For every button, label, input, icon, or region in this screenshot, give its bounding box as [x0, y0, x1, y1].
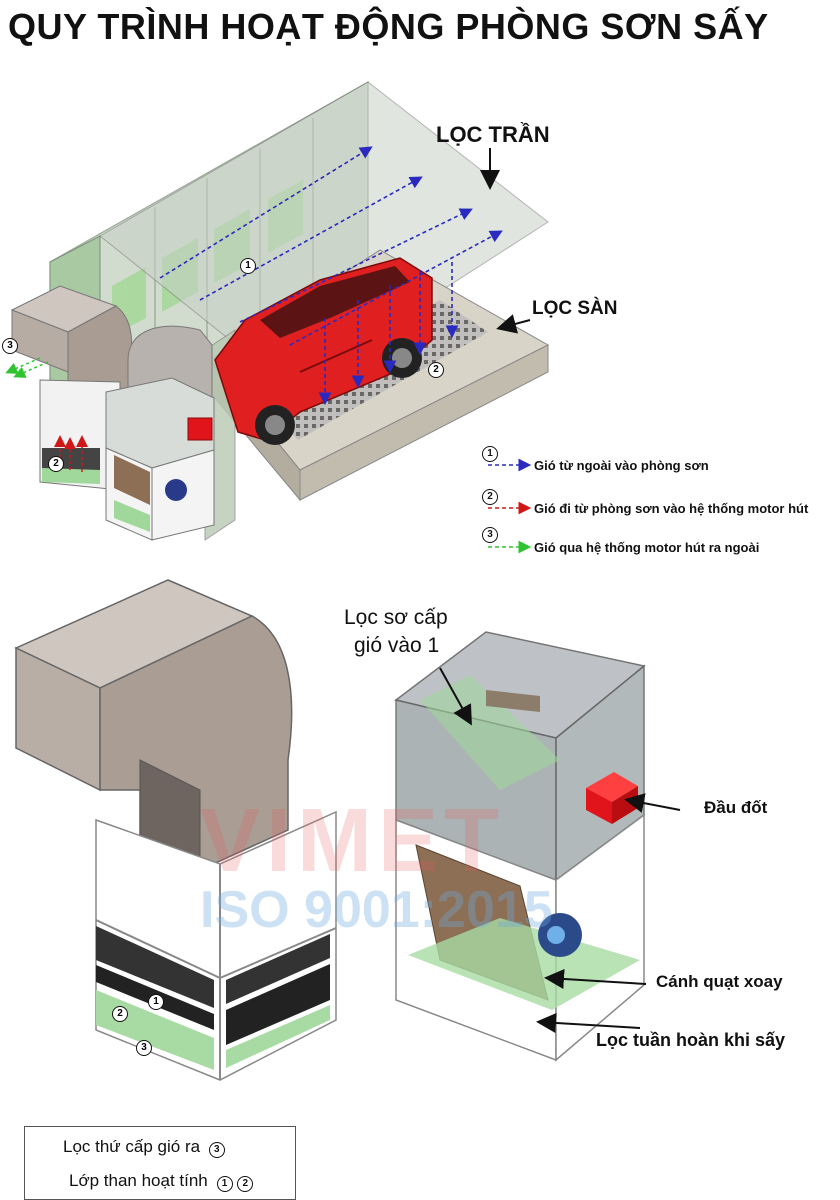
marker-cabinet-1: 1	[148, 994, 164, 1010]
label-floor-filter: LỌC SÀN	[532, 298, 618, 319]
marker-1: 1	[240, 258, 256, 274]
label-recirculation-filter: Lọc tuần hoàn khi sấy	[596, 1030, 786, 1050]
filter-legend-row-2-num-b: 2	[237, 1176, 254, 1192]
flow-legend-1-num: 1	[482, 446, 498, 462]
flow-legend-1: 1	[482, 444, 498, 462]
filter-legend-row-2-num-a: 1	[216, 1176, 233, 1192]
marker-2: 2	[428, 362, 444, 378]
marker-cabinet-3: 3	[136, 1040, 152, 1056]
label-primary-filter-line1: Lọc sơ cấp	[344, 606, 448, 629]
flow-legend-2: 2	[482, 487, 498, 505]
label-burner: Đầu đốt	[704, 798, 768, 817]
marker-cabinet-2: 2	[112, 1006, 128, 1022]
filter-legend-row-2-text: Lớp than hoạt tính	[69, 1171, 208, 1190]
flow-legend-3-text: Gió qua hệ thống motor hút ra ngoài	[534, 540, 760, 555]
watermark-brand: VIMET	[200, 791, 506, 891]
marker-2b: 2	[48, 456, 64, 472]
flow-legend-1-text: Gió từ ngoài vào phòng sơn	[534, 458, 709, 473]
burner-box-detail	[394, 631, 646, 1062]
label-rotating-fan: Cánh quạt xoay	[656, 972, 783, 991]
label-ceiling-filter: LỌC TRẦN	[436, 122, 550, 147]
label-primary-filter-line2: gió vào 1	[354, 634, 440, 657]
filter-legend-box: Lọc thứ cấp gió ra 3 Lớp than hoạt tính …	[24, 1126, 296, 1200]
flow-legend-2-num: 2	[482, 489, 498, 505]
flow-legend-3: 3	[482, 525, 498, 543]
filter-legend-row-1-text: Lọc thứ cấp gió ra	[63, 1137, 201, 1156]
flow-legend-3-num: 3	[482, 527, 498, 543]
burner-unit-top	[105, 325, 215, 541]
exhaust-cabinet-detail	[14, 579, 337, 1081]
watermark-iso: ISO 9001:2015	[200, 881, 553, 939]
car-illustration	[214, 257, 433, 445]
flow-legend-2-text: Gió đi từ phòng sơn vào hệ thống motor h…	[534, 501, 809, 516]
page-title: QUY TRÌNH HOẠT ĐỘNG PHÒNG SƠN SẤY	[8, 6, 769, 47]
marker-3: 3	[2, 338, 18, 354]
filter-legend-row-2: Lớp than hoạt tính 1 2	[69, 1171, 254, 1192]
filter-legend-row-1-num: 3	[208, 1142, 225, 1158]
filter-legend-row-1: Lọc thứ cấp gió ra 3	[63, 1137, 225, 1158]
